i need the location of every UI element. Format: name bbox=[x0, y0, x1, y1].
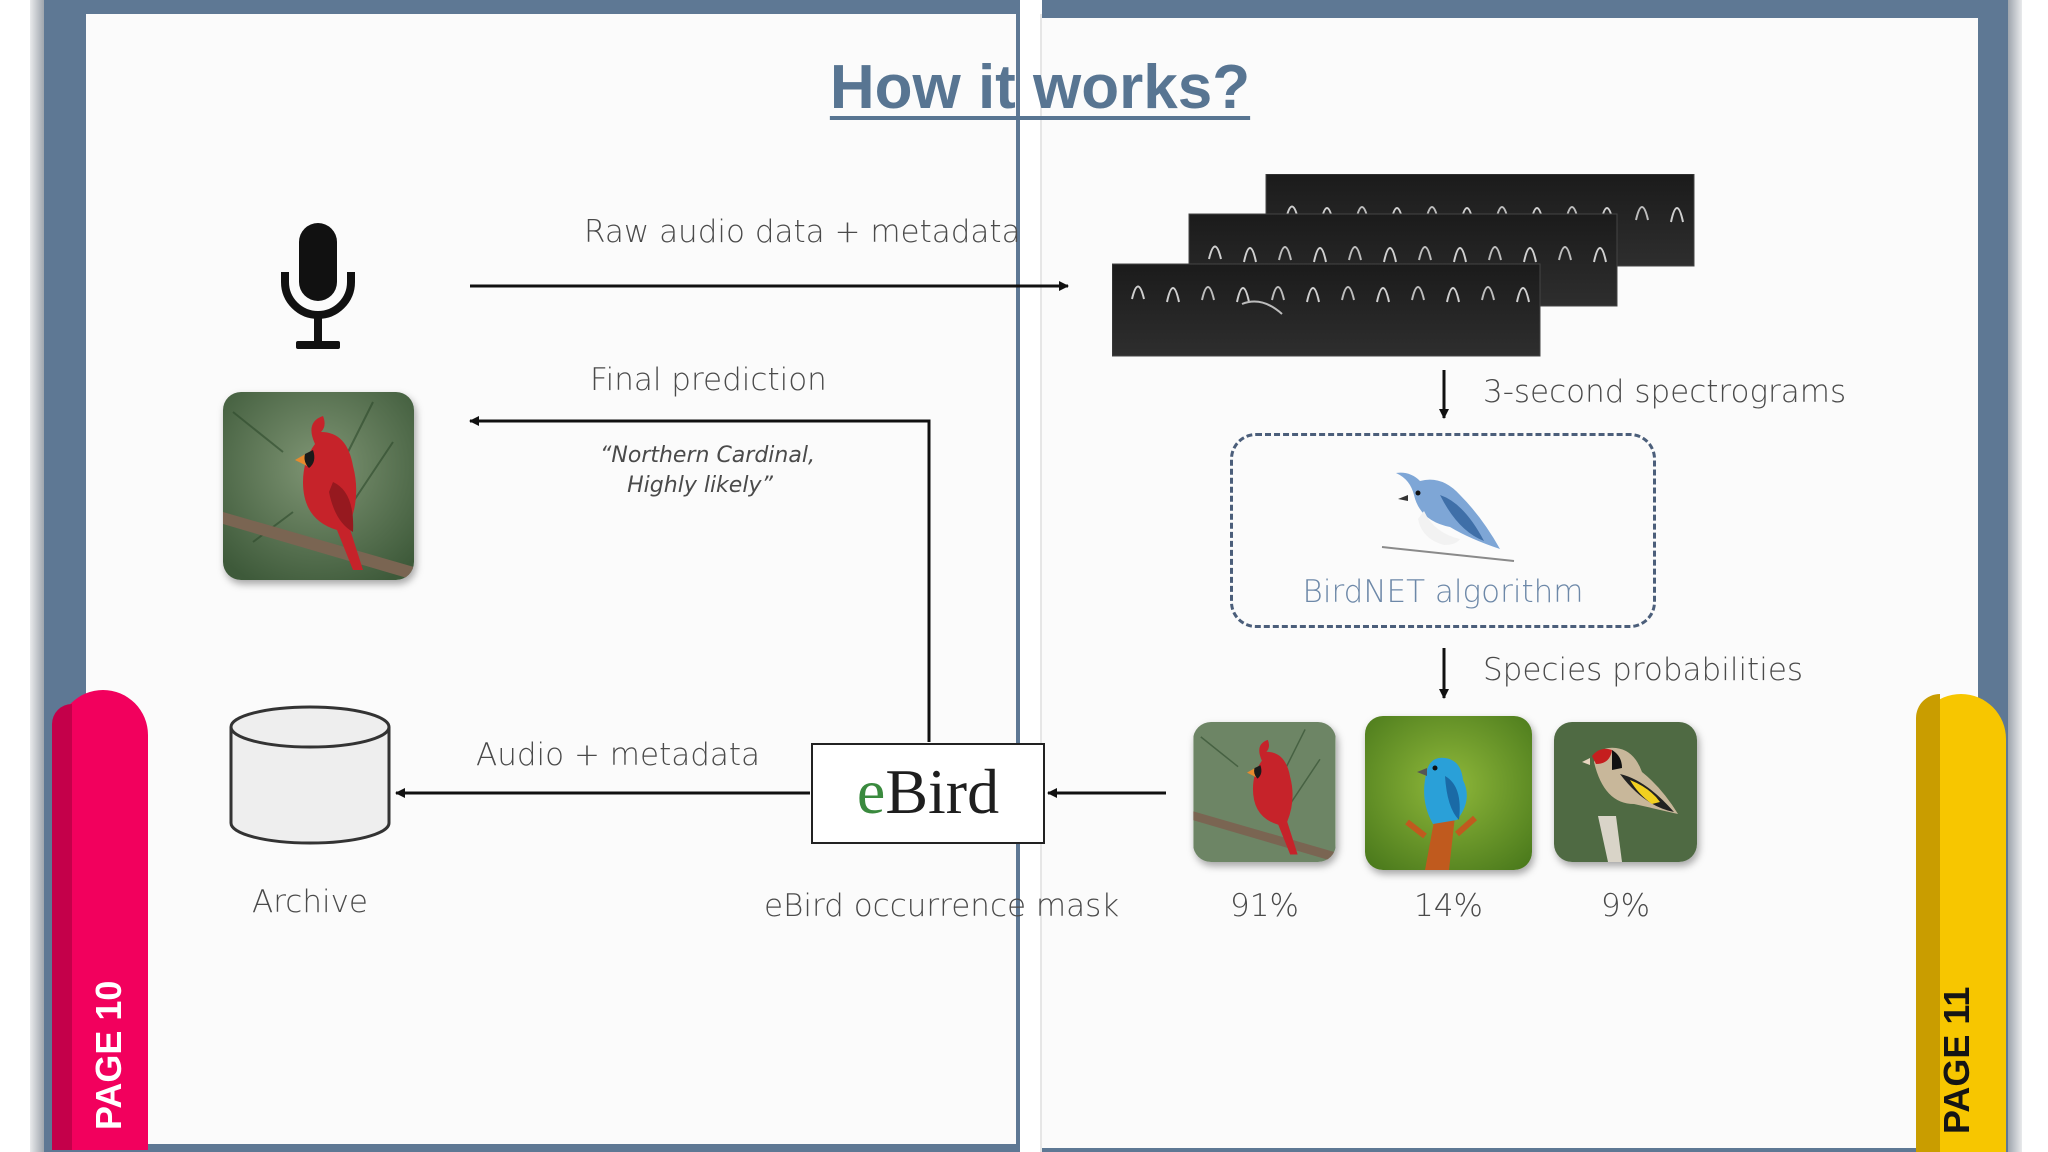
final-prediction-label: Final prediction bbox=[590, 362, 827, 398]
ebird-logo-e: e bbox=[856, 756, 886, 827]
ebird-logo: eBird bbox=[813, 755, 1043, 829]
spectrograms-label: 3-second spectrograms bbox=[1483, 374, 1847, 410]
database-icon bbox=[229, 705, 391, 845]
spectrogram-image bbox=[1112, 174, 1695, 357]
birdnet-algorithm-label: BirdNET algorithm bbox=[1302, 574, 1584, 610]
page-tab-right[interactable]: PAGE 11 bbox=[1916, 694, 2006, 1152]
cardinal-photo bbox=[223, 392, 414, 580]
cardinal-photo-result bbox=[1193, 722, 1336, 862]
microphone-icon bbox=[281, 223, 355, 349]
left-page-shadow bbox=[30, 0, 44, 1152]
right-page-shadow bbox=[2008, 0, 2022, 1152]
audio-metadata-label: Audio + metadata bbox=[476, 737, 761, 773]
book-gutter bbox=[1040, 14, 1042, 1152]
indigo-bunting-photo bbox=[1365, 716, 1532, 870]
prediction-quote-line1: “Northern Cardinal, bbox=[600, 443, 815, 468]
page-title: How it works? bbox=[829, 53, 1251, 122]
probability-goldfinch: 9% bbox=[1600, 888, 1651, 924]
goldfinch-photo bbox=[1554, 722, 1697, 862]
ebird-logo-rest: Bird bbox=[885, 756, 1000, 827]
prediction-quote-line2: Highly likely” bbox=[627, 473, 773, 498]
archive-label: Archive bbox=[252, 884, 368, 920]
species-probabilities-label: Species probabilities bbox=[1483, 652, 1804, 688]
birdnet-algorithm-box bbox=[1230, 433, 1656, 628]
ebird-logo-box: eBird bbox=[811, 743, 1045, 844]
raw-audio-label: Raw audio data + metadata bbox=[584, 214, 1021, 250]
page-tab-left[interactable]: PAGE 10 bbox=[52, 690, 148, 1150]
blue-jay-illustration bbox=[1381, 472, 1515, 562]
ebird-mask-label: eBird occurrence mask bbox=[764, 888, 1120, 924]
probability-bunting: 14% bbox=[1414, 888, 1483, 924]
probability-cardinal: 91% bbox=[1230, 888, 1299, 924]
